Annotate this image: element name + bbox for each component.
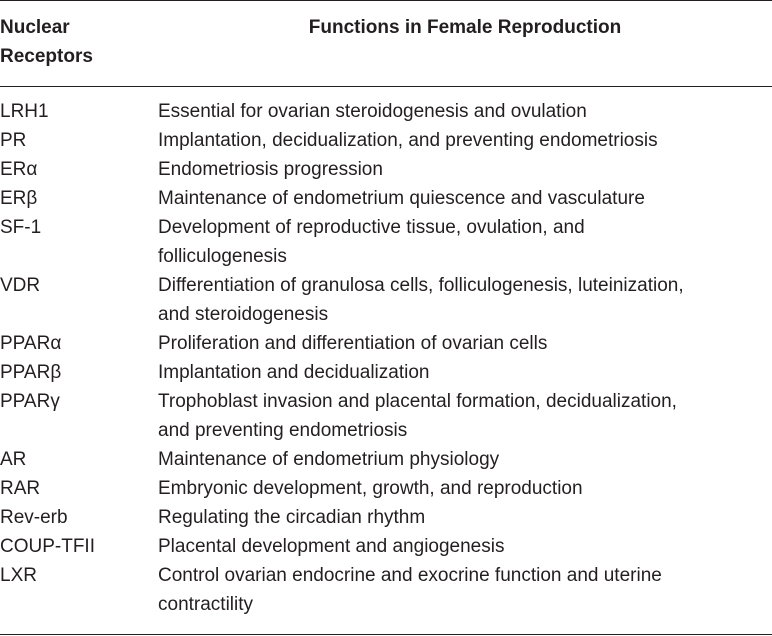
- receptor-cell: ERα: [0, 159, 38, 180]
- function-cell: Implantation, decidualization, and preve…: [158, 130, 658, 151]
- receptor-cell: COUP-TFII: [0, 536, 95, 557]
- function-cell: Maintenance of endometrium quiescence an…: [158, 188, 645, 209]
- receptor-cell: ERβ: [0, 188, 38, 209]
- receptor-cell: LRH1: [0, 101, 49, 122]
- function-cell: Implantation and decidualization: [158, 362, 430, 383]
- header-nuclear-receptors: Nuclear Receptors: [0, 17, 93, 67]
- function-cell: Placental development and angiogenesis: [158, 536, 505, 557]
- table-row: COUP-TFII Placental development and angio…: [0, 532, 772, 561]
- table-row: AR Maintenance of endometrium physiology: [0, 445, 772, 474]
- table-row: PPARγ Trophoblast invasion and placental …: [0, 387, 772, 445]
- receptor-cell: PR: [0, 130, 27, 151]
- function-cell: Development of reproductive tissue, ovul…: [158, 217, 585, 267]
- table-header-rule: [0, 86, 772, 87]
- table-row: PPARα Proliferation and differentiation o…: [0, 329, 772, 358]
- table-row: LRH1 Essential for ovarian steroidogenesi…: [0, 97, 772, 126]
- table-row: ERβ Maintenance of endometrium quiescence…: [0, 184, 772, 213]
- table-row: LXR Control ovarian endocrine and exocrin…: [0, 561, 772, 619]
- receptor-cell: PPARβ: [0, 362, 62, 383]
- header-functions: Functions in Female Reproduction: [308, 17, 622, 38]
- function-cell: Proliferation and differentiation of ova…: [158, 333, 548, 354]
- table-row: SF-1 Development of reproductive tissue, …: [0, 213, 772, 271]
- function-cell: Control ovarian endocrine and exocrine f…: [158, 565, 662, 615]
- table-top-rule: [0, 0, 772, 1]
- receptor-cell: AR: [0, 449, 27, 470]
- receptor-cell: PPARγ: [0, 391, 60, 412]
- receptor-cell: SF-1: [0, 217, 42, 238]
- receptor-cell: RAR: [0, 478, 41, 499]
- receptor-cell: Rev-erb: [0, 507, 68, 528]
- function-cell: Embryonic development, growth, and repro…: [158, 478, 583, 499]
- table-row: PPARβ Implantation and decidualization: [0, 358, 772, 387]
- function-cell: Essential for ovarian steroidogenesis an…: [158, 101, 587, 122]
- table-row: PR Implantation, decidualization, and pre…: [0, 126, 772, 155]
- function-cell: Trophoblast invasion and placental forma…: [158, 391, 677, 441]
- receptor-cell: LXR: [0, 565, 37, 586]
- function-cell: Differentiation of granulosa cells, foll…: [158, 275, 684, 325]
- receptor-cell: PPARα: [0, 333, 62, 354]
- table-row: ERα Endometriosis progression: [0, 155, 772, 184]
- receptor-cell: VDR: [0, 275, 41, 296]
- table-row: Rev-erb Regulating the circadian rhythm: [0, 503, 772, 532]
- function-cell: Endometriosis progression: [158, 159, 383, 180]
- table-bottom-rule: [0, 634, 772, 635]
- table-body: LRH1 Essential for ovarian steroidogenesi…: [0, 97, 772, 619]
- function-cell: Maintenance of endometrium physiology: [158, 449, 500, 470]
- table-row: VDR Differentiation of granulosa cells, f…: [0, 271, 772, 329]
- function-cell: Regulating the circadian rhythm: [158, 507, 426, 528]
- table-row: RAR Embryonic development, growth, and re…: [0, 474, 772, 503]
